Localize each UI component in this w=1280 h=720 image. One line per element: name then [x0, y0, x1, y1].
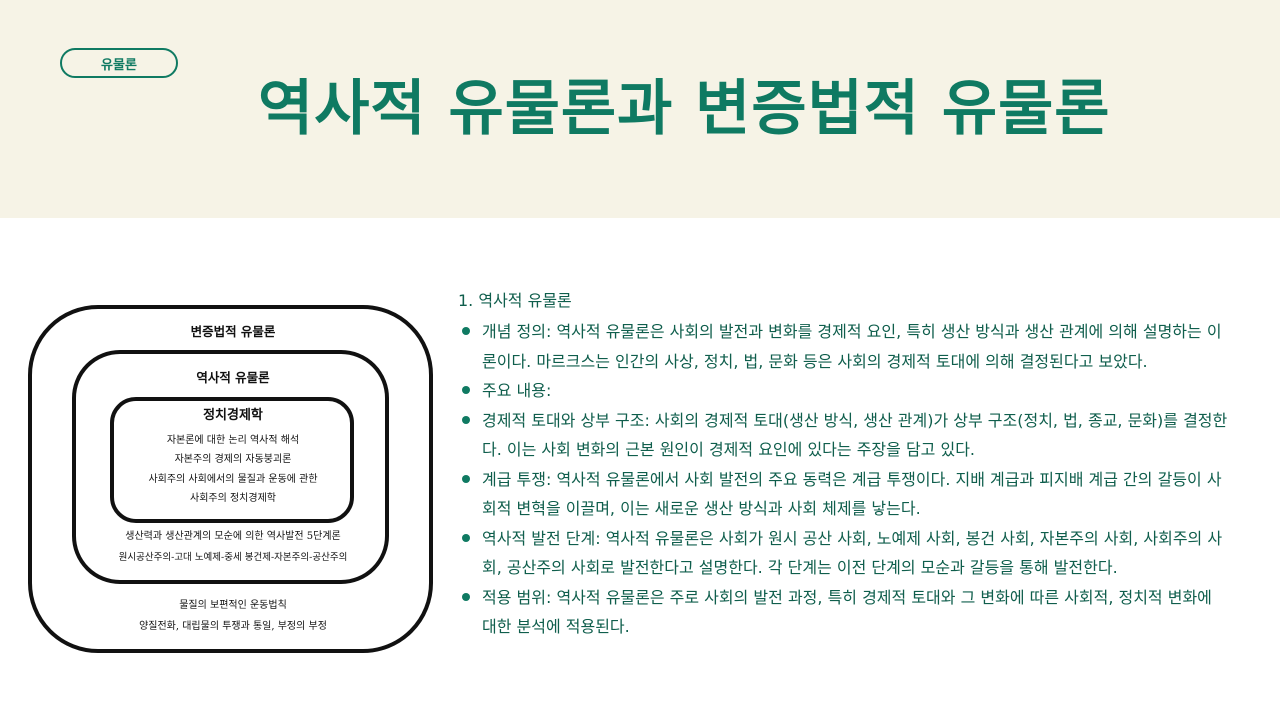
bullet-list: 개념 정의: 역사적 유물론은 사회의 발전과 변화를 경제적 요인, 특히 생… — [458, 317, 1228, 642]
content-text: 1. 역사적 유물론 개념 정의: 역사적 유물론은 사회의 발전과 변화를 경… — [458, 287, 1228, 642]
bullet-icon — [462, 386, 470, 394]
middle-line: 생산력과 생산관계의 모순에 의한 역사발전 5단계론 — [125, 531, 341, 542]
nested-diagram: 변증법적 유물론 역사적 유물론 정치경제학 자본론에 대한 논리 역사적 해석… — [28, 305, 438, 655]
list-item: 계급 투쟁: 역사적 유물론에서 사회 발전의 주요 동력은 계급 투쟁이다. … — [458, 465, 1228, 524]
list-item: 역사적 발전 단계: 역사적 유물론은 사회가 원시 공산 사회, 노예제 사회… — [458, 524, 1228, 583]
list-item: 경제적 토대와 상부 구조: 사회의 경제적 토대(생산 방식, 생산 관계)가… — [458, 406, 1228, 465]
inner-line: 자본론에 대한 논리 역사적 해석 — [166, 435, 300, 446]
bullet-icon — [462, 592, 470, 601]
bullet-icon — [462, 474, 470, 483]
inner-line: 자본주의 경제의 자동붕괴론 — [174, 454, 292, 465]
list-item-text: 경제적 토대와 상부 구조: 사회의 경제적 토대(생산 방식, 생산 관계)가… — [482, 410, 1228, 460]
list-item-text: 계급 투쟁: 역사적 유물론에서 사회 발전의 주요 동력은 계급 투쟁이다. … — [482, 469, 1222, 519]
list-item: 주요 내용: — [458, 376, 1228, 406]
bullet-icon — [462, 415, 470, 424]
page-title: 역사적 유물론과 변증법적 유물론 — [258, 74, 1111, 144]
outer-line: 물질의 보편적인 운동법칙 — [179, 600, 287, 611]
bullet-icon — [462, 533, 470, 542]
outer-box-title: 변증법적 유물론 — [190, 324, 276, 339]
inner-box-title: 정치경제학 — [203, 408, 263, 423]
list-item-text: 개념 정의: 역사적 유물론은 사회의 발전과 변화를 경제적 요인, 특히 생… — [482, 322, 1222, 371]
bullet-icon — [462, 327, 470, 335]
inner-line: 사회주의 정치경제학 — [190, 493, 276, 504]
section-heading: 1. 역사적 유물론 — [458, 291, 572, 310]
inner-box — [110, 397, 354, 523]
list-item-text: 적용 범위: 역사적 유물론은 주로 사회의 발전 과정, 특히 경제적 토대와… — [482, 587, 1212, 637]
list-item: 적용 범위: 역사적 유물론은 주로 사회의 발전 과정, 특히 경제적 토대와… — [458, 583, 1228, 642]
middle-box — [72, 350, 389, 584]
header-banner: 유물론 역사적 유물론과 변증법적 유물론 — [0, 0, 1280, 218]
category-tag: 유물론 — [60, 48, 178, 78]
middle-line: 원시공산주의-고대 노예제-중세 봉건제-자본주의-공산주의 — [118, 552, 348, 563]
list-item-text: 역사적 발전 단계: 역사적 유물론은 사회가 원시 공산 사회, 노예제 사회… — [482, 528, 1223, 578]
outer-line: 양질전화, 대립물의 투쟁과 통일, 부정의 부정 — [139, 621, 327, 632]
list-item-text: 주요 내용: — [482, 381, 552, 400]
inner-line: 사회주의 사회에서의 물질과 운동에 관한 — [148, 474, 318, 485]
outer-box — [28, 305, 433, 653]
list-item: 개념 정의: 역사적 유물론은 사회의 발전과 변화를 경제적 요인, 특히 생… — [458, 317, 1228, 376]
middle-box-title: 역사적 유물론 — [196, 370, 270, 385]
